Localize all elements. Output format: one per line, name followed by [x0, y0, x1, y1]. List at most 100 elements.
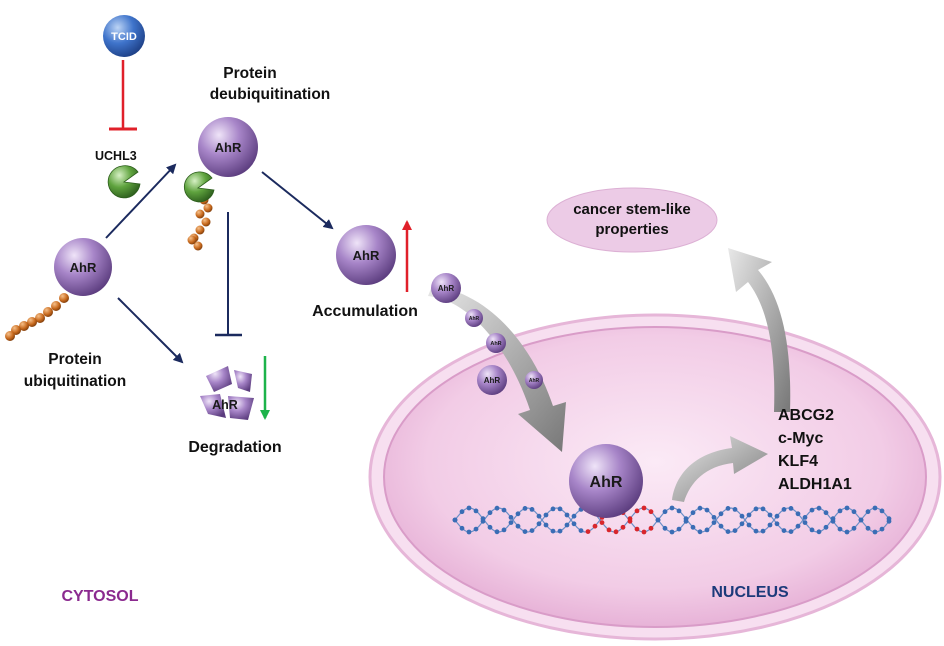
dna-nucleotide [697, 505, 703, 511]
dna-nucleotide [837, 508, 843, 514]
dna-nucleotide [746, 512, 752, 518]
dna-nucleotide [522, 529, 528, 534]
ubiquitin-chain-left [5, 293, 69, 341]
ubiquitin-bead [195, 225, 205, 235]
dna-nucleotide [459, 509, 465, 515]
dna-nucleotide [641, 529, 647, 535]
deubiquitination-label-line2: deubiquitination [210, 86, 331, 103]
dna-nucleotide [543, 512, 549, 518]
degradation-label: Degradation [188, 439, 281, 456]
dna-nucleotide [501, 527, 507, 533]
dna-nucleotide [872, 529, 878, 535]
dna-nucleotide [760, 528, 766, 534]
dna-nucleotide [830, 518, 836, 524]
dna-nucleotide [739, 521, 745, 527]
dna-nucleotide [529, 507, 535, 512]
dna-nucleotide [564, 512, 570, 518]
dna-nucleotide [802, 515, 808, 520]
cytosol-label: CYTOSOL [61, 588, 138, 605]
dna-nucleotide [669, 505, 675, 511]
ubiquitin-bead [51, 301, 61, 311]
dna-nucleotide [466, 505, 472, 511]
dna-nucleotide [641, 505, 647, 511]
dna-nucleotide [823, 524, 829, 530]
dna-nucleotide [473, 508, 479, 514]
ubiquitin-bead [203, 203, 213, 213]
dna-nucleotide [746, 522, 752, 528]
dna-nucleotide [585, 529, 591, 534]
dna-nucleotide [494, 505, 500, 511]
dna-nucleotide [725, 529, 731, 534]
dna-nucleotide [564, 522, 570, 528]
uchl3-label: UCHL3 [95, 149, 137, 163]
dna-nucleotide [879, 526, 885, 532]
dna-nucleotide [725, 506, 731, 511]
dna-nucleotide [851, 509, 857, 515]
gray-arrow-to-genes [672, 436, 768, 502]
dna-nucleotide [844, 505, 850, 511]
dna-nucleotide [886, 516, 892, 522]
dna-nucleotide [662, 509, 668, 515]
dna-nucleotide [851, 525, 857, 531]
dna-nucleotide [529, 528, 535, 533]
dna-nucleotide [557, 528, 563, 534]
outcome-label-line2: properties [595, 221, 668, 238]
dna-nucleotide [676, 508, 682, 514]
dna-nucleotide [704, 527, 710, 533]
dna-nucleotide [774, 513, 780, 519]
dna-nucleotide [718, 523, 724, 529]
dna-nucleotide [473, 526, 479, 532]
dna-nucleotide [872, 505, 878, 511]
dna-nucleotide [515, 511, 521, 517]
ubiquitin-bead [27, 317, 37, 327]
dna-nucleotide [578, 528, 584, 533]
dna-nucleotide [690, 510, 696, 516]
ubiquitin-bead [35, 313, 45, 323]
accumulation-label: Accumulation [312, 303, 418, 320]
dna-nucleotide [606, 527, 612, 533]
dna-nucleotide [753, 506, 759, 512]
ahr-ball-translocating-1 [431, 273, 461, 303]
dna-nucleotide [648, 525, 654, 531]
dna-nucleotide [788, 506, 794, 511]
ubiquitin-bead [195, 209, 205, 219]
dna-nucleotide [760, 506, 766, 512]
target-gene-1: ABCG2 [778, 407, 834, 424]
ahr-label-accumulated: AhR [353, 248, 380, 263]
dna-nucleotide [711, 515, 717, 520]
ahr-ball-translocating-2 [465, 309, 483, 327]
dna-nucleotide [844, 529, 850, 535]
ahr-ball-ubiquitinated [54, 238, 112, 296]
dna-nucleotide [592, 523, 598, 529]
dna-nucleotide [676, 526, 682, 532]
dna-nucleotide [697, 529, 703, 535]
ubiquitin-bead [193, 241, 203, 251]
nucleus-body [383, 326, 927, 628]
arrow-to-accumulation [261, 171, 334, 230]
dna-nucleotide [690, 524, 696, 530]
dna-nucleotide [543, 522, 549, 528]
dna-nucleotide [858, 517, 864, 523]
ahr-label-translocating-3: AhR [490, 341, 501, 347]
uchl3-bound-icon [183, 171, 215, 203]
ahr-label-nuclear: AhR [590, 474, 623, 491]
dna-nucleotide [816, 529, 822, 535]
dna-nucleotide [613, 529, 619, 535]
dna-nucleotide [550, 528, 556, 534]
ahr-label-degraded: AhR [212, 398, 238, 412]
dna-nucleotide [648, 509, 654, 515]
dna-nucleotide [879, 508, 885, 514]
dna-nucleotide [704, 507, 710, 513]
ahr-label-translocating-2: AhR [469, 316, 480, 322]
outcome-label-line1: cancer stem-like [573, 201, 691, 218]
dna-nucleotide [669, 529, 675, 535]
dna-nucleotide [599, 520, 605, 525]
ahr-ball-translocating-4 [477, 365, 507, 395]
gray-arrow-to-outcome [728, 248, 791, 412]
dna-nucleotide [865, 525, 871, 531]
ubiquitination-label-line2: ubiquitination [24, 373, 126, 390]
ahr-ball-deubiquitinated [198, 117, 258, 177]
dna-nucleotide [452, 517, 458, 523]
ubiquitin-bead [201, 217, 211, 227]
